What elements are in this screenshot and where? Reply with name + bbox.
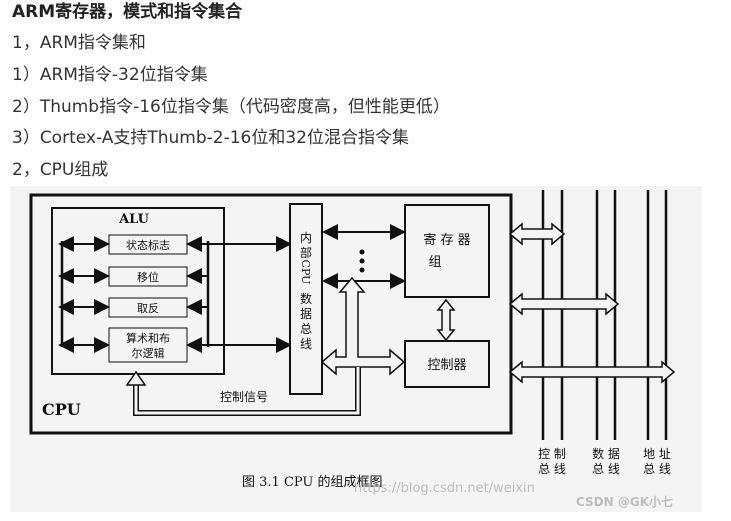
cpu-box	[29, 193, 513, 435]
bus-register-arrows	[322, 224, 406, 289]
watermark-url: https://blog.csdn.net/weixin	[354, 481, 535, 496]
alu-right-arrows	[186, 236, 208, 353]
alu-title: ALU	[118, 212, 150, 227]
list-line-3: 2）Thumb指令-16位指令集（代码密度高，但性能更低）	[12, 97, 450, 117]
system-bus-lines	[541, 190, 668, 440]
reg-ctrl-arrow	[436, 298, 456, 342]
cpu-label: CPU	[42, 400, 81, 419]
data-bus-label-1: 数 据	[592, 446, 620, 461]
list-line-2: 1）ARM指令-32位指令集	[12, 65, 208, 85]
internal-bus-label: 内 部 CPU 数 据 总 线	[299, 231, 312, 351]
svg-text:总: 总	[300, 322, 312, 336]
figure-caption: 图 3.1 CPU 的组成框图	[242, 474, 383, 490]
bus-controller-arrow	[320, 276, 406, 376]
controller-label: 控制器	[427, 358, 466, 373]
arith-logic-block	[108, 327, 188, 363]
control-signal-arrowhead	[125, 370, 147, 386]
alu-left-arrows	[58, 236, 110, 353]
arith-logic-label-1: 算术和布	[126, 331, 170, 345]
arith-logic-label-2: 尔逻辑	[132, 346, 165, 360]
svg-text:数: 数	[300, 291, 312, 306]
csdn-watermark-logo: CSDN @GK小七	[576, 494, 673, 509]
cpu-bus-arrows	[508, 222, 676, 384]
control-signal-label: 控制信号	[220, 390, 268, 404]
control-bus-label-2: 总 线	[538, 462, 566, 476]
svg-text:线: 线	[300, 337, 312, 351]
svg-text:部: 部	[300, 245, 312, 260]
list-line-1: 1，ARM指令集和	[12, 33, 146, 53]
data-bus-label-2: 总 线	[592, 462, 620, 476]
address-bus-label-2: 总 线	[643, 462, 671, 476]
shift-label: 移位	[137, 270, 159, 284]
article-heading: ARM寄存器，模式和指令集合	[12, 2, 243, 22]
ellipsis-dots	[359, 249, 365, 273]
svg-text:内: 内	[300, 231, 312, 245]
register-set-label-2: 组	[428, 255, 441, 270]
svg-text:据: 据	[300, 307, 312, 321]
register-set-box	[404, 204, 490, 298]
control-signal-path-inner	[134, 367, 360, 415]
alu-bus-arrows	[208, 236, 292, 353]
list-line-4: 3）Cortex-A支持Thumb-2-16位和32位混合指令集	[12, 128, 409, 148]
cpu-diagram: CPU ALU 状态标志 移位 取反 算术和布 尔逻辑	[29, 190, 676, 509]
cpu-diagram-figure: CPU ALU 状态标志 移位 取反 算术和布 尔逻辑	[10, 186, 702, 512]
invert-label: 取反	[137, 302, 159, 315]
controller-box	[404, 340, 490, 388]
svg-text:CPU: CPU	[299, 260, 312, 285]
internal-bus-box	[289, 203, 323, 395]
list-line-5: 2，CPU组成	[12, 160, 109, 180]
control-bus-label-1: 控 制	[538, 447, 566, 461]
status-flags-label: 状态标志	[126, 238, 170, 252]
register-set-label-1: 寄 存 器	[423, 232, 470, 248]
address-bus-label-1: 地 址	[643, 447, 671, 461]
